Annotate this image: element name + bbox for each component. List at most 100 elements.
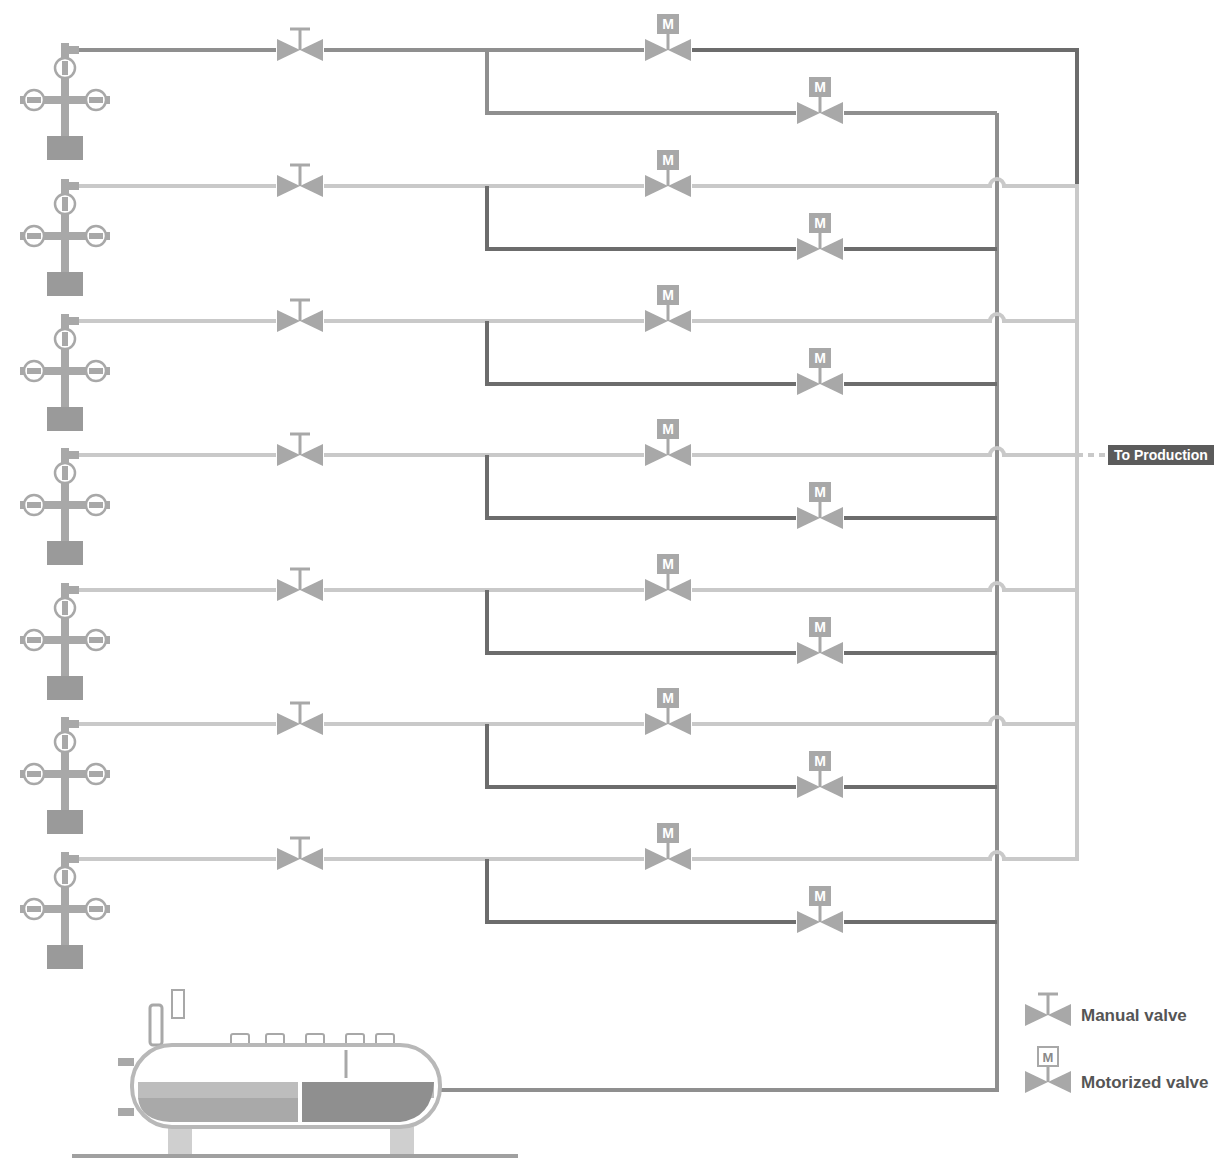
test-line: [440, 1088, 999, 1092]
wellhead-cross: [20, 501, 110, 509]
motor-box: [809, 886, 831, 906]
wellhead-gate: [89, 906, 103, 912]
wellhead-valve: [24, 495, 44, 515]
motorized-valve: [644, 554, 692, 602]
valve-body: [668, 310, 691, 332]
wellhead-valve: [86, 90, 106, 110]
flowline: [78, 319, 668, 323]
valve-handle: [290, 433, 310, 436]
valve-body: [300, 39, 323, 61]
motorized-valve: [796, 617, 844, 665]
motor-box: [657, 419, 679, 439]
valve-body: [277, 310, 300, 332]
wellhead-valve: [55, 58, 75, 78]
valve-stem: [819, 502, 822, 518]
valve-stem: [1047, 1066, 1050, 1082]
wellhead-gate: [27, 97, 41, 103]
valve-body: [277, 444, 300, 466]
flowline: [78, 722, 668, 726]
wellhead-gate: [89, 771, 103, 777]
wellhead-base: [47, 676, 83, 700]
production-line: [668, 50, 1077, 184]
valve-handle: [290, 299, 310, 302]
valve-body: [300, 579, 323, 601]
wellhead-base: [47, 810, 83, 834]
valve-stem: [667, 574, 670, 590]
valve-body: [668, 579, 691, 601]
valve-stem: [299, 29, 302, 50]
wellhead-gate: [89, 368, 103, 374]
wellhead-cross: [20, 770, 110, 778]
test-branch: [487, 321, 997, 384]
wellhead-gate: [62, 197, 68, 211]
motor-letter: M: [814, 754, 826, 768]
valve-body: [300, 444, 323, 466]
motor-box: [657, 150, 679, 170]
valve-handle: [290, 702, 310, 705]
wellhead-gate: [89, 502, 103, 508]
test-header: [995, 113, 999, 1090]
valve-body: [668, 848, 691, 870]
production-line: [668, 179, 1077, 186]
manual-valve: [276, 703, 324, 736]
production-line: [668, 852, 1077, 859]
skid-base: [72, 1154, 518, 1158]
wellhead-gate: [27, 637, 41, 643]
wellhead: [20, 314, 110, 431]
valve-stem: [667, 439, 670, 455]
outlet-tag: To Production: [1108, 445, 1214, 466]
motor-box: [657, 554, 679, 574]
valve-stem: [819, 97, 822, 113]
motorized-valve: [796, 751, 844, 799]
motorized-valve: [796, 213, 844, 261]
wellhead-base: [47, 945, 83, 969]
motor-box: [809, 77, 831, 97]
production-line: [668, 448, 1077, 455]
motor-letter: M: [662, 826, 674, 840]
manual-valve: [276, 300, 324, 333]
wellhead-valve: [24, 764, 44, 784]
valve-body: [300, 310, 323, 332]
valve-body: [300, 848, 323, 870]
test-branch: [487, 50, 997, 113]
motorized-valve: [644, 14, 692, 62]
valve-body: [645, 444, 668, 466]
production-line: [668, 717, 1077, 724]
valve-body: [797, 911, 820, 933]
motorized-valve: [644, 688, 692, 736]
motor-box: [657, 823, 679, 843]
valve-body: [277, 579, 300, 601]
valve-body: [300, 175, 323, 197]
motor-letter: M: [814, 351, 826, 365]
wellhead-gate: [27, 502, 41, 508]
separator-relief: [172, 990, 184, 1018]
valve-body: [1025, 1004, 1048, 1026]
valve-stem: [667, 843, 670, 859]
motorized-valve: [796, 348, 844, 396]
wellhead: [20, 717, 110, 834]
separator-liquid: [300, 1082, 434, 1122]
legend-text: Manual valve: [1081, 1007, 1187, 1024]
valve-body: [645, 310, 668, 332]
valve-stem: [667, 708, 670, 724]
wellhead-cross: [20, 367, 110, 375]
test-branch: [487, 455, 997, 518]
production-header: [1075, 183, 1079, 861]
valve-stem: [819, 233, 822, 249]
separator-weir: [298, 1082, 302, 1124]
valve-stem: [299, 300, 302, 321]
valve-stem: [819, 637, 822, 653]
valve-body: [797, 238, 820, 260]
manual-valve: [276, 569, 324, 602]
valve-stem: [667, 170, 670, 186]
valve-body: [797, 776, 820, 798]
valve-stem: [819, 368, 822, 384]
motor-letter: M: [662, 691, 674, 705]
valve-body: [668, 444, 691, 466]
wellhead-valve: [24, 899, 44, 919]
valve-handle: [1038, 993, 1058, 996]
wellhead-gate: [62, 466, 68, 480]
motorized-valve: [796, 482, 844, 530]
wellhead-gate: [62, 601, 68, 615]
separator-nozzle: [118, 1058, 134, 1066]
